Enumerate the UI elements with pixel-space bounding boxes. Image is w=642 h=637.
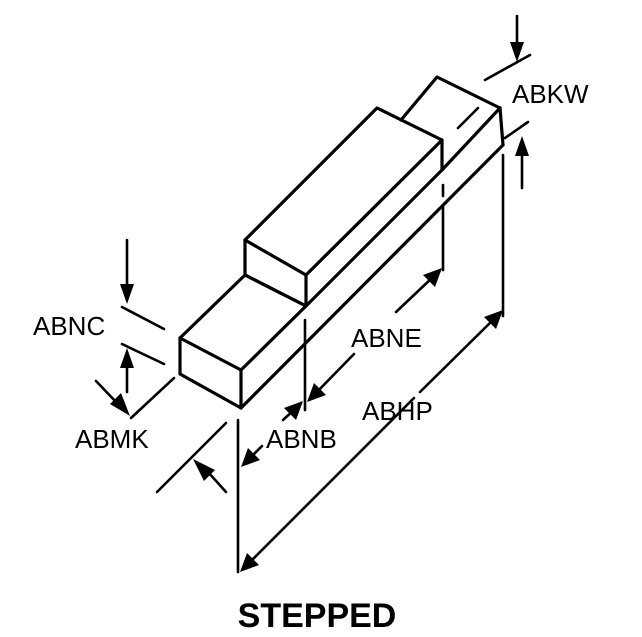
label-abmk: ABMK [75, 424, 149, 454]
abhp-dim-upper [418, 316, 497, 394]
lower-step-front-face [178, 336, 243, 410]
label-abhp: ABHP [362, 396, 433, 426]
bottom-long-edge [239, 143, 505, 410]
abmk-arrow-bottom-shaft [206, 470, 228, 494]
extension-lines [120, 53, 532, 574]
abkw-tick-upper [483, 53, 532, 82]
abne-dim-upper [394, 275, 435, 314]
tip-hidden-tick [456, 106, 480, 130]
abnc-arrow-bottom-head [120, 348, 134, 368]
dimension-labels: ABKW ABNC ABNE ABHP ABMK ABNB [33, 79, 589, 454]
abmk-tick-upper [129, 376, 176, 420]
abkw-arrow-bottom-head [515, 136, 529, 156]
abne-arrow-upper-head [423, 268, 442, 287]
abne-arrow-lower-head [307, 383, 326, 402]
abhp-arrow-lower-head [240, 553, 259, 572]
part-outline [178, 75, 505, 410]
abmk-arrow-top-head [110, 393, 130, 416]
abmk-tick-lower [155, 421, 228, 494]
dimension-arrows [94, 14, 529, 572]
abhp-dim-lower [244, 396, 416, 568]
lower-step-top [178, 273, 308, 340]
label-abnc: ABNC [33, 311, 105, 341]
raised-block-front-face [243, 238, 308, 308]
label-abnb: ABNB [266, 424, 337, 454]
label-abne: ABNE [351, 323, 422, 353]
abhp-arrow-upper-head [484, 310, 503, 329]
abnb-arrow-left-head [241, 448, 260, 467]
drawing-title: STEPPED [238, 597, 397, 635]
abnc-tick-upper [120, 305, 166, 331]
tip-step-edge [440, 106, 502, 172]
abnb-arrow-right-head [284, 401, 303, 420]
raised-block-ridge [304, 138, 444, 277]
tip-step-top [399, 75, 502, 122]
raised-block-lower-edge [304, 168, 444, 308]
abkw-arrow-top-head [510, 42, 524, 62]
abnc-arrow-top-head [120, 284, 134, 304]
tip-end-edge [498, 106, 505, 147]
abkw-tick-lower [503, 120, 530, 140]
abmk-arrow-bottom-head [193, 459, 215, 481]
lower-step-ridge [239, 304, 308, 372]
raised-block-top [243, 106, 444, 242]
label-abkw: ABKW [512, 79, 589, 109]
abnc-tick-lower [120, 342, 166, 366]
